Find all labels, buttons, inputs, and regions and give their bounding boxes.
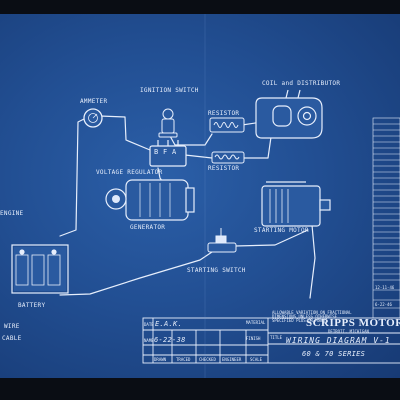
wire-regulator-to-resistor xyxy=(184,154,213,159)
wire-switch-to-starting-motor xyxy=(234,229,309,247)
column-header-traced: TRACED xyxy=(176,357,191,362)
wire-battery-to-starting-switch xyxy=(59,249,216,296)
wire-resistor-bottom-to-coil xyxy=(243,129,273,159)
drafter-initials: E.A.K. xyxy=(155,320,183,328)
resistor-bottom-label: RESISTOR xyxy=(208,165,240,172)
starting-motor-symbol xyxy=(261,181,331,227)
revision-date-1: 12-11-46 xyxy=(375,285,395,290)
tolerance-note: ALLOWABLE VARIATION ON FRACTIONAL DIMENS… xyxy=(272,310,352,323)
voltage-regulator-label: VOLTAGE REGULATOR xyxy=(96,169,163,176)
ammeter-symbol xyxy=(83,108,103,128)
cable-legend-label: CABLE xyxy=(2,335,22,342)
column-header-drawn: DRAWN xyxy=(154,357,167,362)
ignition-switch-symbol xyxy=(158,108,178,138)
engine-label: ENGINE xyxy=(0,210,24,217)
drawing-date: 6-22-38 xyxy=(154,336,186,344)
starting-switch-symbol xyxy=(207,228,237,253)
ammeter-label: AMMETER xyxy=(80,98,108,105)
column-header-checked: CHECKED xyxy=(199,357,216,362)
battery-symbol xyxy=(11,244,69,294)
company-name: SCRIPPS MOTOR C xyxy=(306,317,400,329)
voltage-regulator-symbol xyxy=(149,140,187,167)
revision-date-2: 6-22-46 xyxy=(375,302,392,307)
finish-header: FINISH xyxy=(246,336,261,341)
row-label-date: DATE xyxy=(144,322,154,327)
drawing-series: 60 & 70 SERIES xyxy=(302,350,366,358)
title-header: TITLE xyxy=(270,335,283,340)
wire-ammeter-to-battery xyxy=(59,117,87,237)
title-block xyxy=(142,317,400,364)
coil-distributor-label: COIL and DISTRIBUTOR xyxy=(262,80,341,87)
wire-ammeter-to-regulator xyxy=(99,115,151,151)
ignition-switch-label: IGNITION SWITCH xyxy=(140,87,199,94)
resistor-top-label: RESISTOR xyxy=(208,110,240,117)
cable-motor-down xyxy=(309,224,316,299)
starting-motor-label: STARTING MOTOR xyxy=(254,227,309,234)
generator-label: GENERATOR xyxy=(130,224,166,231)
revision-column xyxy=(372,117,400,319)
starting-switch-label: STARTING SWITCH xyxy=(187,267,246,274)
column-header-scale: SCALE xyxy=(250,357,263,362)
generator-symbol xyxy=(105,179,195,221)
resistor-top-symbol xyxy=(209,117,245,133)
battery-label: BATTERY xyxy=(18,302,46,309)
wire-legend-label: WIRE xyxy=(4,323,20,330)
resistor-bottom-symbol xyxy=(211,151,245,164)
drawing-title: WIRING DIAGRAM V-1 xyxy=(286,336,391,345)
column-header-engineer: ENGINEER xyxy=(222,357,242,362)
company-location: DETROIT, MICHIGAN xyxy=(328,329,369,334)
regulator-terminals-label: B F A xyxy=(154,148,177,156)
wire-ignition-to-resistor xyxy=(169,133,213,146)
blueprint-sheet xyxy=(0,14,400,378)
row-label-name: NAME xyxy=(144,338,154,343)
material-header: MATERIAL xyxy=(246,320,266,325)
coil-distributor-symbol xyxy=(255,89,323,139)
